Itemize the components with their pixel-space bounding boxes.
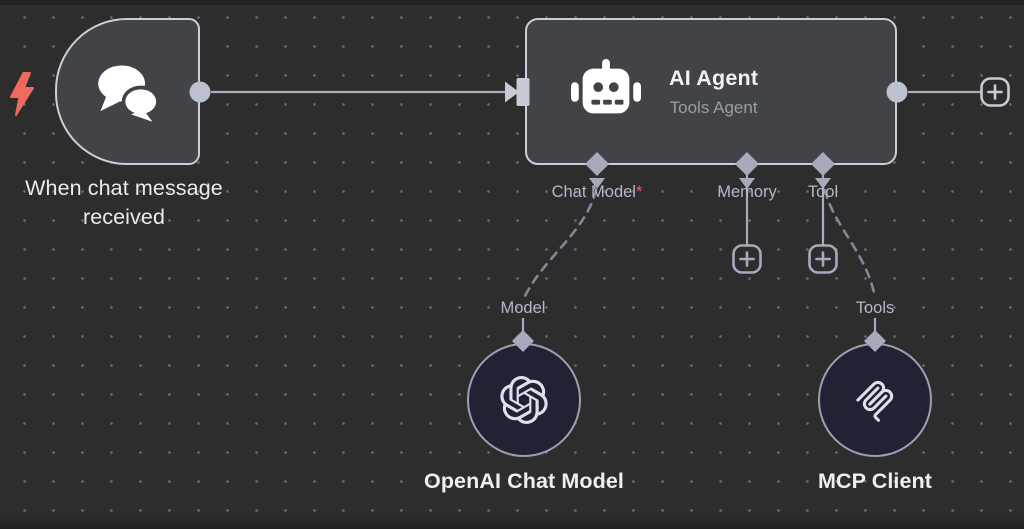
trigger-node-label: When chat message received <box>25 176 223 229</box>
port-label-chat-model: Chat Model* <box>551 183 643 201</box>
trigger-output-handle[interactable] <box>189 81 211 103</box>
port-label-model: Model <box>500 299 546 317</box>
agent-node-title: AI Agent <box>669 65 759 90</box>
openai-output-handle[interactable] <box>512 330 534 352</box>
add-memory-button[interactable] <box>732 244 762 274</box>
plus-icon <box>739 251 755 267</box>
edge-tool-to-mcp[interactable] <box>823 188 877 300</box>
node-openai-chat-model[interactable] <box>467 343 581 457</box>
openai-logo-icon <box>500 376 548 424</box>
node-ai-agent[interactable]: AI Agent Tools Agent <box>525 18 897 165</box>
add-tool-button[interactable] <box>808 244 838 274</box>
edge-chatmodel-to-openai[interactable] <box>522 188 598 300</box>
agent-output-handle[interactable] <box>886 81 908 103</box>
port-memory-handle[interactable] <box>735 152 759 189</box>
agent-node-subtitle: Tools Agent <box>669 97 758 117</box>
mcp-output-handle[interactable] <box>864 330 886 352</box>
robot-icon <box>571 58 641 113</box>
plus-icon <box>987 84 1003 100</box>
chat-bubbles-icon <box>97 64 160 122</box>
mcp-node-label: MCP Client <box>817 469 933 493</box>
port-tool-handle[interactable] <box>811 152 835 189</box>
agent-input-handle[interactable] <box>505 78 530 106</box>
port-chat-model-handle[interactable] <box>585 152 609 189</box>
port-label-tools: Tools <box>855 299 895 317</box>
port-label-tool: Tool <box>807 183 839 201</box>
add-node-button[interactable] <box>980 77 1010 107</box>
plus-icon <box>815 251 831 267</box>
mcp-logo-icon <box>856 380 894 422</box>
node-chat-trigger[interactable] <box>55 18 200 165</box>
required-asterisk: * <box>635 183 643 201</box>
lightning-bolt-icon <box>10 72 34 116</box>
openai-node-label: OpenAI Chat Model <box>424 469 624 493</box>
port-label-memory: Memory <box>717 183 777 201</box>
